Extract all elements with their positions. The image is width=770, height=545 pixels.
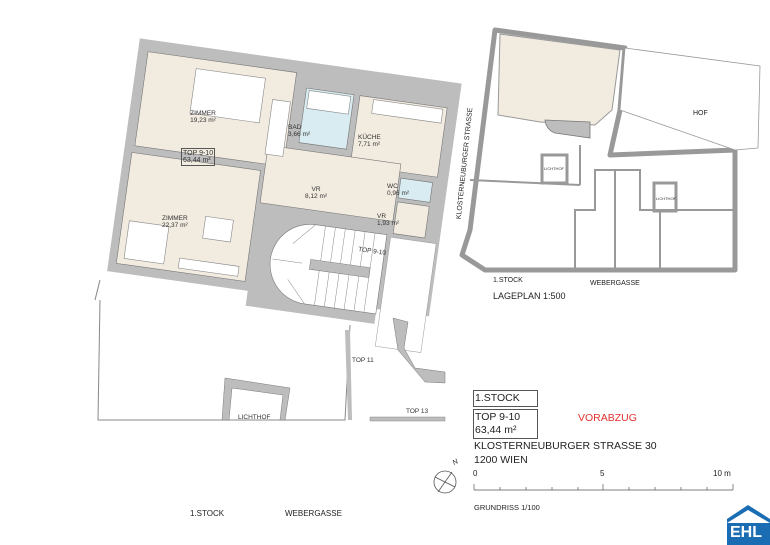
ehl-logo: EHL xyxy=(727,505,770,545)
site-lichthof-1 xyxy=(540,153,569,185)
room-area: 19,23 m² xyxy=(190,116,216,124)
floor-box xyxy=(473,390,538,407)
scale-label-0: 0 xyxy=(473,469,478,478)
bed xyxy=(189,68,266,124)
unit-area: 63,44 m² xyxy=(475,424,517,436)
room-name: KÜCHE xyxy=(358,134,381,141)
room-vr-small xyxy=(392,201,430,239)
room-area: 1,93 m² xyxy=(377,219,400,227)
room-name: ZIMMER xyxy=(190,110,216,117)
corner-wall xyxy=(392,317,446,384)
sofa xyxy=(123,220,170,265)
address-line1: KLOSTERNEUBURGER STRASSE 30 xyxy=(474,440,657,452)
wardrobe xyxy=(264,99,291,157)
unit-title: TOP 9-10 xyxy=(475,411,521,423)
site-lichthof-label: LICHTHOF xyxy=(656,196,676,201)
north-arrow-icon xyxy=(433,470,457,494)
scale-bar xyxy=(473,484,734,491)
room-area: 8,12 m² xyxy=(305,192,328,200)
site-unit xyxy=(497,33,621,126)
site-stair xyxy=(544,119,591,139)
room-vr xyxy=(259,144,402,222)
room-name: WC xyxy=(387,183,398,190)
site-hof-label: HOF xyxy=(693,110,708,117)
unit-box xyxy=(473,409,538,439)
room-name: VR xyxy=(311,186,321,193)
room-area: 0,96 m² xyxy=(387,189,410,197)
lichthof-label: LICHTHOF xyxy=(238,414,271,421)
room-area: 3,66 m² xyxy=(288,130,311,138)
lichthof-walls xyxy=(221,377,291,421)
site-plan-title: LAGEPLAN 1:500 xyxy=(493,291,566,301)
address-line2: 1200 WIEN xyxy=(474,454,528,466)
sideboard xyxy=(177,257,240,277)
main-plan xyxy=(107,38,462,353)
top13-wall xyxy=(369,416,446,422)
bathtub xyxy=(306,90,352,115)
unit-name: TOP 9-10 xyxy=(183,150,214,157)
logo-text: EHL xyxy=(730,524,762,541)
room-name: VR xyxy=(377,213,387,220)
room-name: BAD xyxy=(288,124,302,131)
site-plan xyxy=(459,27,761,273)
unit-area: 63,44 m² xyxy=(183,157,211,164)
scale-caption: GRUNDRISS 1/100 xyxy=(474,503,540,512)
scale-label-5: 5 xyxy=(600,469,605,478)
kitchen-counter xyxy=(371,99,444,124)
site-lichthof-label: LICHTHOF xyxy=(544,166,564,171)
site-street-bottom: WEBERGASSE xyxy=(590,280,640,287)
room-name: ZIMMER xyxy=(162,215,188,222)
dining-table xyxy=(202,215,234,243)
top11-label: TOP 11 xyxy=(352,357,374,364)
top11-wall xyxy=(345,330,352,420)
house-roof-icon xyxy=(727,505,770,545)
street-label: WEBERGASSE xyxy=(285,509,342,518)
top13-label: TOP 13 xyxy=(406,408,429,415)
site-hof xyxy=(619,47,761,151)
floor-label: 1.STOCK xyxy=(190,509,225,518)
site-floor-label: 1.STOCK xyxy=(493,277,523,284)
room-area: 7,71 m² xyxy=(358,140,381,148)
floor-title: 1.STOCK xyxy=(475,392,520,404)
room-wc xyxy=(397,177,433,203)
room-area: 22,37 m² xyxy=(162,221,188,229)
status-label: VORABZUG xyxy=(578,412,637,424)
scale-label-10: 10 m xyxy=(713,469,731,478)
